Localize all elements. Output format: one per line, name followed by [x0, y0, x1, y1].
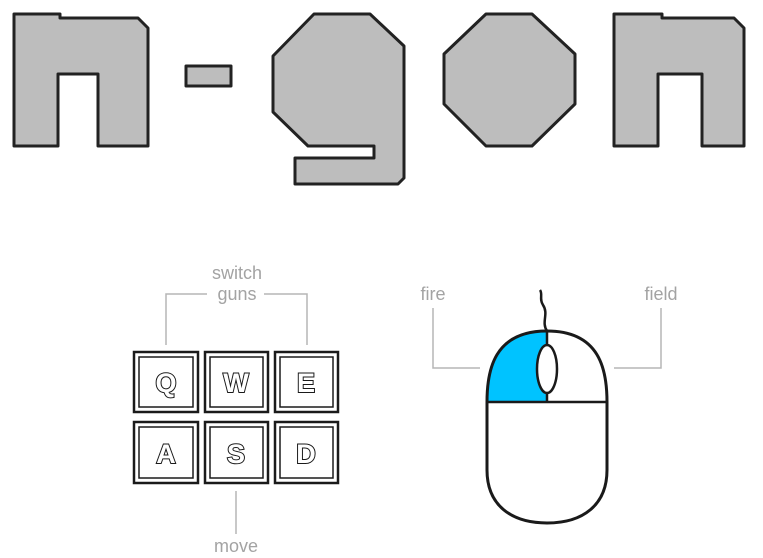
fire-label: fire: [420, 284, 445, 304]
key-s-label: S: [227, 439, 245, 469]
switch-bracket-left: [165, 293, 207, 345]
key-w[interactable]: W: [203, 350, 270, 414]
logo-letter-o: [442, 12, 577, 148]
switch-bracket-right: [264, 293, 308, 345]
mouse-scroll-wheel[interactable]: [535, 343, 559, 395]
field-line: [614, 308, 662, 369]
logo-letter-n-2: [612, 12, 746, 148]
move-label-text: move: [214, 536, 258, 556]
key-a-label: A: [156, 439, 176, 469]
key-e[interactable]: E: [273, 350, 340, 414]
logo-letter-n-1: [12, 12, 150, 148]
key-d-label: D: [296, 439, 316, 469]
key-a[interactable]: A: [132, 420, 200, 485]
fire-line: [432, 308, 480, 369]
key-s[interactable]: S: [203, 420, 270, 485]
key-d[interactable]: D: [273, 420, 340, 485]
key-e-label: E: [297, 368, 315, 398]
logo-letter-dash: [184, 64, 233, 88]
logo-letter-g: [271, 12, 406, 186]
key-q-label: Q: [155, 368, 176, 398]
key-q[interactable]: Q: [132, 350, 200, 414]
switch-label-line2: guns: [217, 284, 256, 304]
mouse-cable-icon: [538, 289, 549, 332]
game-logo: n-gon: [12, 12, 746, 186]
key-w-label: W: [223, 368, 249, 398]
mouse-icon: [485, 329, 609, 525]
field-label: field: [644, 284, 677, 304]
switch-label-line1: switch: [212, 263, 262, 283]
